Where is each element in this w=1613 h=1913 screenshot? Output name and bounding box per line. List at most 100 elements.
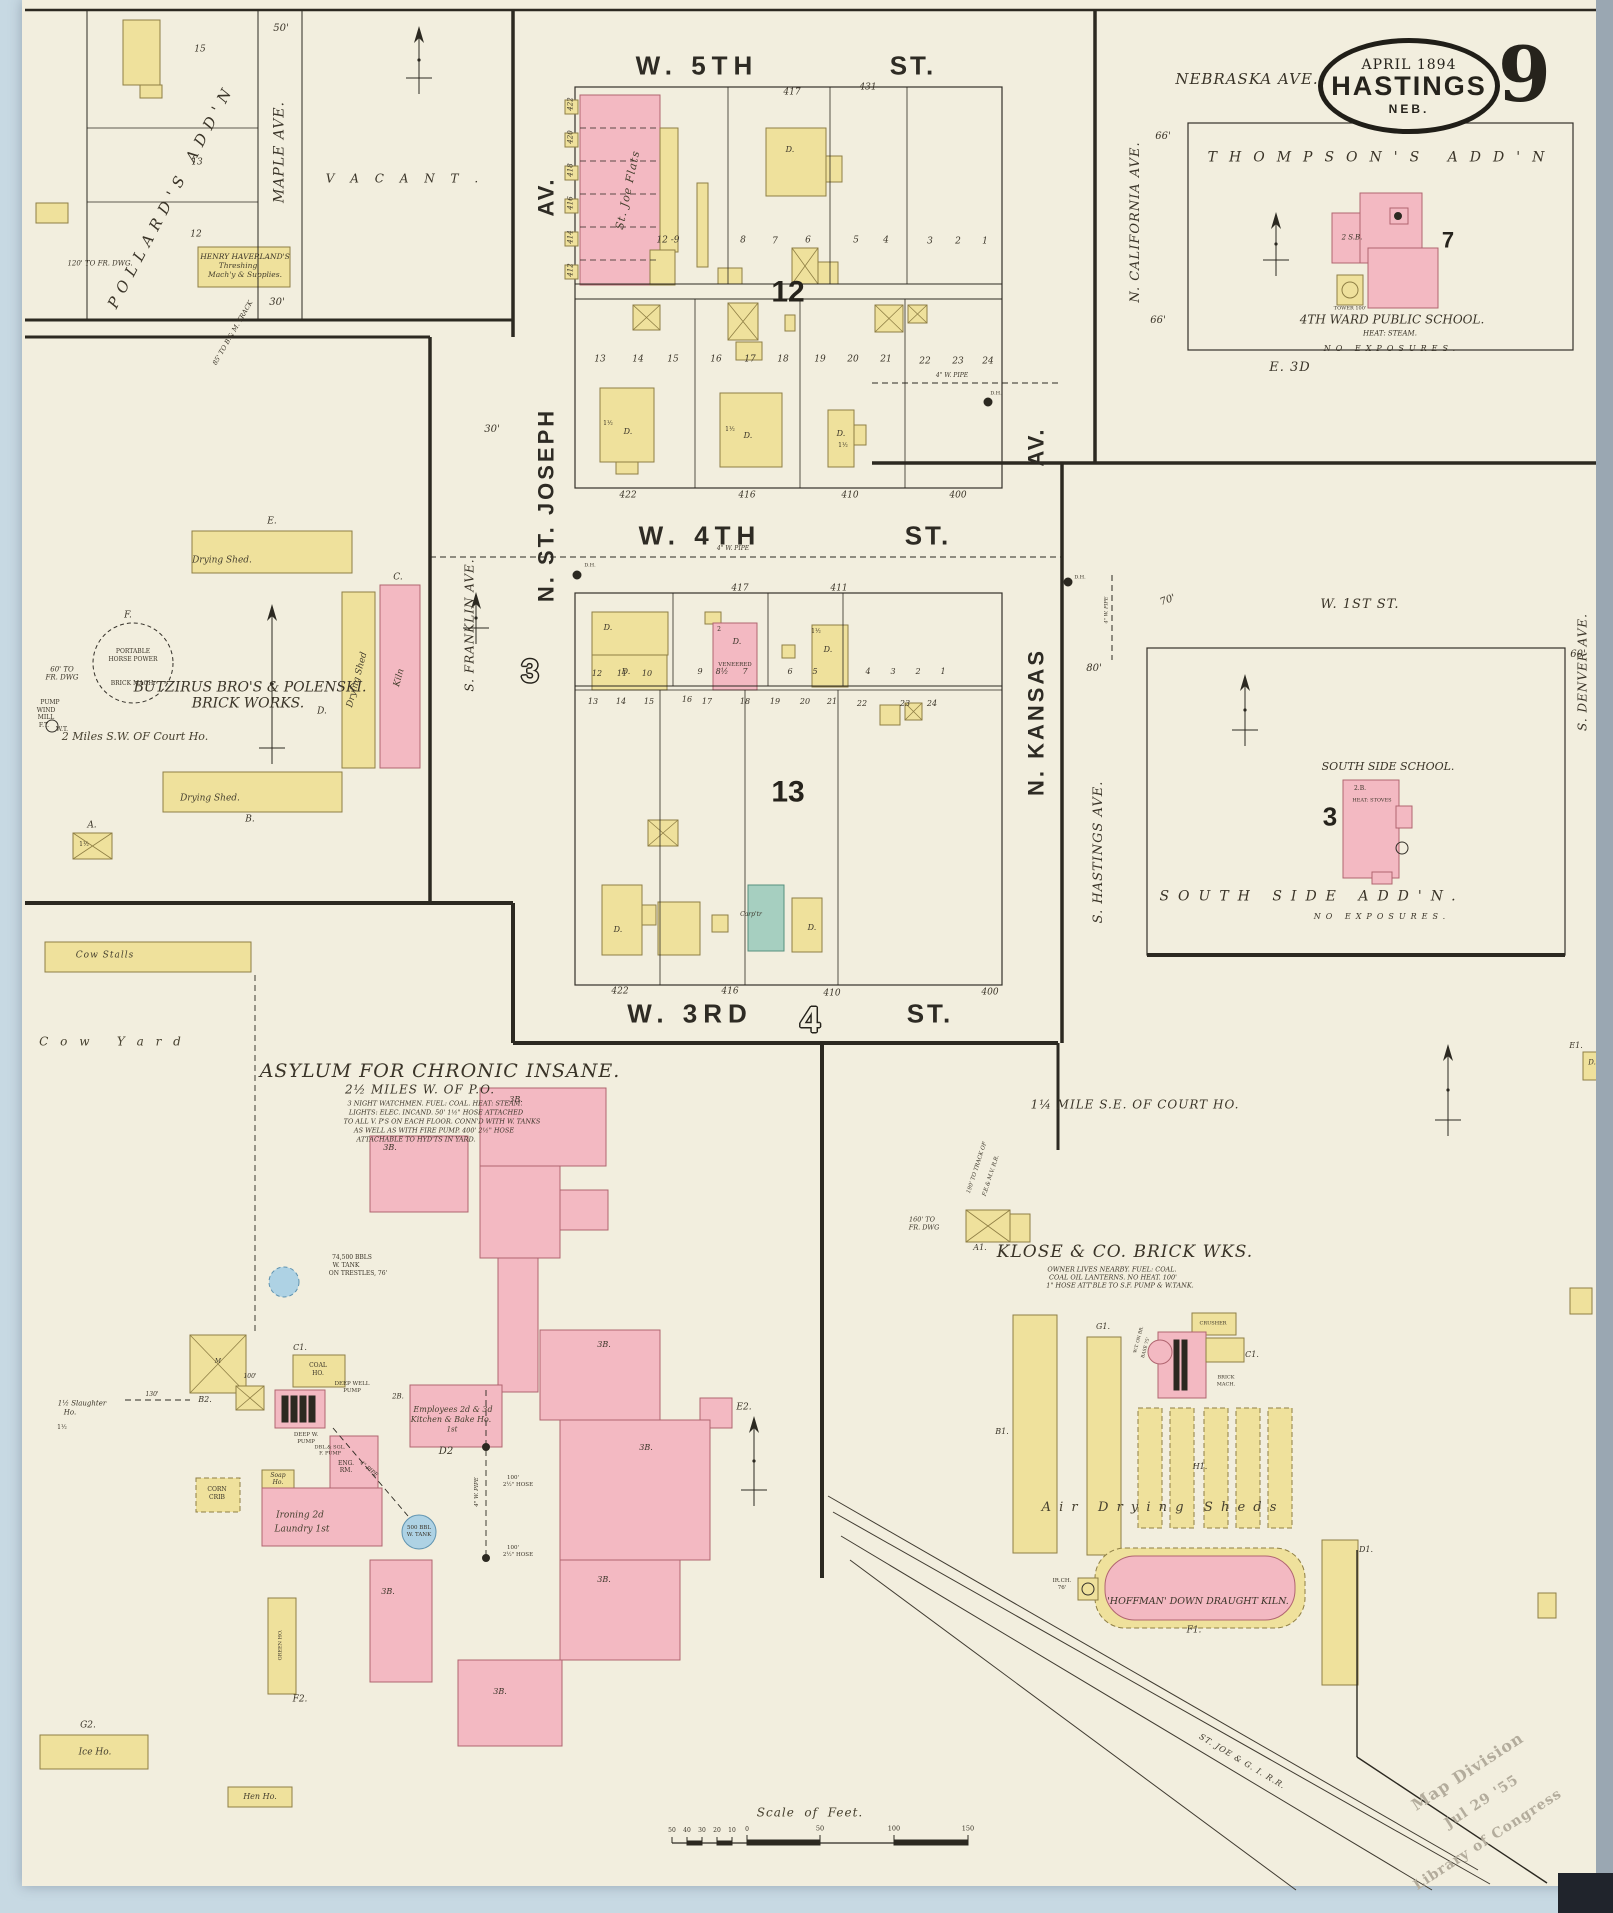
map-building xyxy=(791,897,823,953)
map-label: 4" W. PIPE xyxy=(1103,596,1110,624)
map-label: 422 xyxy=(566,97,575,111)
barn-x-icon xyxy=(647,819,679,847)
map-label: AV. xyxy=(1023,427,1049,467)
map-label: VENEERED xyxy=(718,662,752,669)
map-label: TO ALL V. P'S ON EACH FLOOR. CONN'D WITH… xyxy=(343,1117,541,1126)
map-label: SOUTH SIDE ADD'N. xyxy=(1159,888,1465,905)
map-label: 12 -9 xyxy=(656,235,680,246)
map-circle xyxy=(45,719,59,733)
map-label: G1. xyxy=(1095,1321,1111,1331)
map-label: 100 xyxy=(887,1824,901,1833)
map-building xyxy=(564,264,579,280)
map-label: 7 xyxy=(742,666,748,676)
map-building xyxy=(1342,779,1400,879)
map-building xyxy=(308,1395,316,1423)
railroad-track xyxy=(827,1495,1479,1871)
map-label: Scale of Feet. xyxy=(756,1805,864,1820)
map-building xyxy=(1395,805,1413,829)
map-label: HEAT: STOVES xyxy=(1352,797,1392,804)
map-label: ST. JOE & G. I. R.R. xyxy=(1197,1732,1288,1791)
map-building xyxy=(379,584,421,769)
boundary-line xyxy=(1356,1756,1548,1884)
map-label: B1. xyxy=(995,1426,1009,1436)
barn-x-icon xyxy=(189,1334,247,1394)
map-label: 21 xyxy=(880,354,892,365)
sheet-number: 9 xyxy=(1498,30,1551,119)
map-label: N. CALIFORNIA AVE. xyxy=(1128,141,1144,303)
map-building xyxy=(139,84,163,99)
hydrant-dot-icon xyxy=(1063,577,1073,587)
map-date: APRIL 1894 xyxy=(1361,56,1457,73)
map-label: B. xyxy=(245,814,255,825)
map-building xyxy=(1012,1314,1058,1554)
map-label: 1½ xyxy=(725,425,735,433)
compass-icon xyxy=(1274,242,1278,246)
railroad-track xyxy=(849,1559,1297,1891)
compass-icon xyxy=(1443,1044,1453,1061)
map-building xyxy=(1009,1213,1031,1243)
map-label: 1 xyxy=(940,666,946,676)
map-label: W. 4TH xyxy=(638,520,762,551)
map-label: 16 xyxy=(710,354,722,365)
map-label: 414 xyxy=(566,230,575,244)
map-label: 40 xyxy=(683,1826,691,1834)
map-label: 7 xyxy=(1441,227,1455,253)
map-label: 66' xyxy=(1155,130,1171,142)
map-label: D. xyxy=(1588,1058,1596,1067)
compass-icon xyxy=(1271,212,1281,229)
map-label: N. KANSAS xyxy=(1023,647,1049,797)
map-label: ON TRESTLES, 76' xyxy=(328,1269,388,1277)
map-label: HENRY HAVERLAND'S xyxy=(200,252,290,262)
map-label: 4" PIPE xyxy=(358,1460,379,1479)
map-building xyxy=(44,941,252,973)
map-label: HORSE POWER xyxy=(108,655,158,663)
map-label: 0 xyxy=(745,1825,749,1833)
map-label: 50 xyxy=(668,1826,676,1834)
map-building xyxy=(591,611,669,656)
map-building xyxy=(457,1659,563,1747)
map-label: 20 xyxy=(847,354,859,365)
map-label: PUMP xyxy=(343,1388,361,1395)
map-label: ST. xyxy=(906,998,954,1029)
map-label: PUMP xyxy=(297,1439,315,1446)
map-label: 410 xyxy=(823,988,841,999)
map-label: S. DENVER AVE. xyxy=(1575,613,1590,731)
map-building xyxy=(195,1477,241,1513)
map-label: 7 xyxy=(772,236,778,247)
map-label: 3B. xyxy=(381,1586,395,1596)
map-building xyxy=(1203,1407,1229,1529)
map-circle xyxy=(1081,1582,1095,1596)
map-label: 4" W. PIPE xyxy=(474,1477,481,1507)
map-label: D. xyxy=(613,924,623,934)
map-building xyxy=(784,314,796,332)
map-building xyxy=(479,1165,561,1259)
map-label: F.E.& M.V. R.R. xyxy=(981,1154,1001,1197)
map-label: 3 xyxy=(927,236,933,247)
map-label: 19 xyxy=(814,354,826,365)
map-label: 13 xyxy=(594,354,606,365)
map-circle xyxy=(92,622,174,704)
map-label: 416 xyxy=(738,490,756,501)
map-label: 6 xyxy=(787,666,793,676)
map-label: 1½ xyxy=(811,627,821,635)
map-label: 10 xyxy=(641,668,653,678)
map-label: ST. xyxy=(889,50,937,81)
map-building xyxy=(1086,1336,1122,1556)
map-label: S. FRANKLIN AVE. xyxy=(462,558,477,692)
map-label: Kitchen & Bake Ho. xyxy=(410,1414,492,1424)
map-building xyxy=(564,198,579,214)
map-city: HASTINGS xyxy=(1331,70,1487,101)
map-building xyxy=(781,644,796,659)
map-label: 100' xyxy=(506,1475,520,1482)
map-label: 21 xyxy=(826,696,838,706)
map-building xyxy=(290,1395,298,1423)
map-label: Ho. xyxy=(63,1408,77,1417)
map-label: W. TANK xyxy=(332,1261,360,1269)
hydrant-dot-icon xyxy=(482,1554,490,1562)
map-label: D. xyxy=(623,426,633,436)
map-label: 24 xyxy=(926,698,938,708)
map-label: 15 xyxy=(194,44,206,55)
map-label: 1½ xyxy=(79,840,89,848)
map-label: 3B. xyxy=(509,1094,523,1104)
